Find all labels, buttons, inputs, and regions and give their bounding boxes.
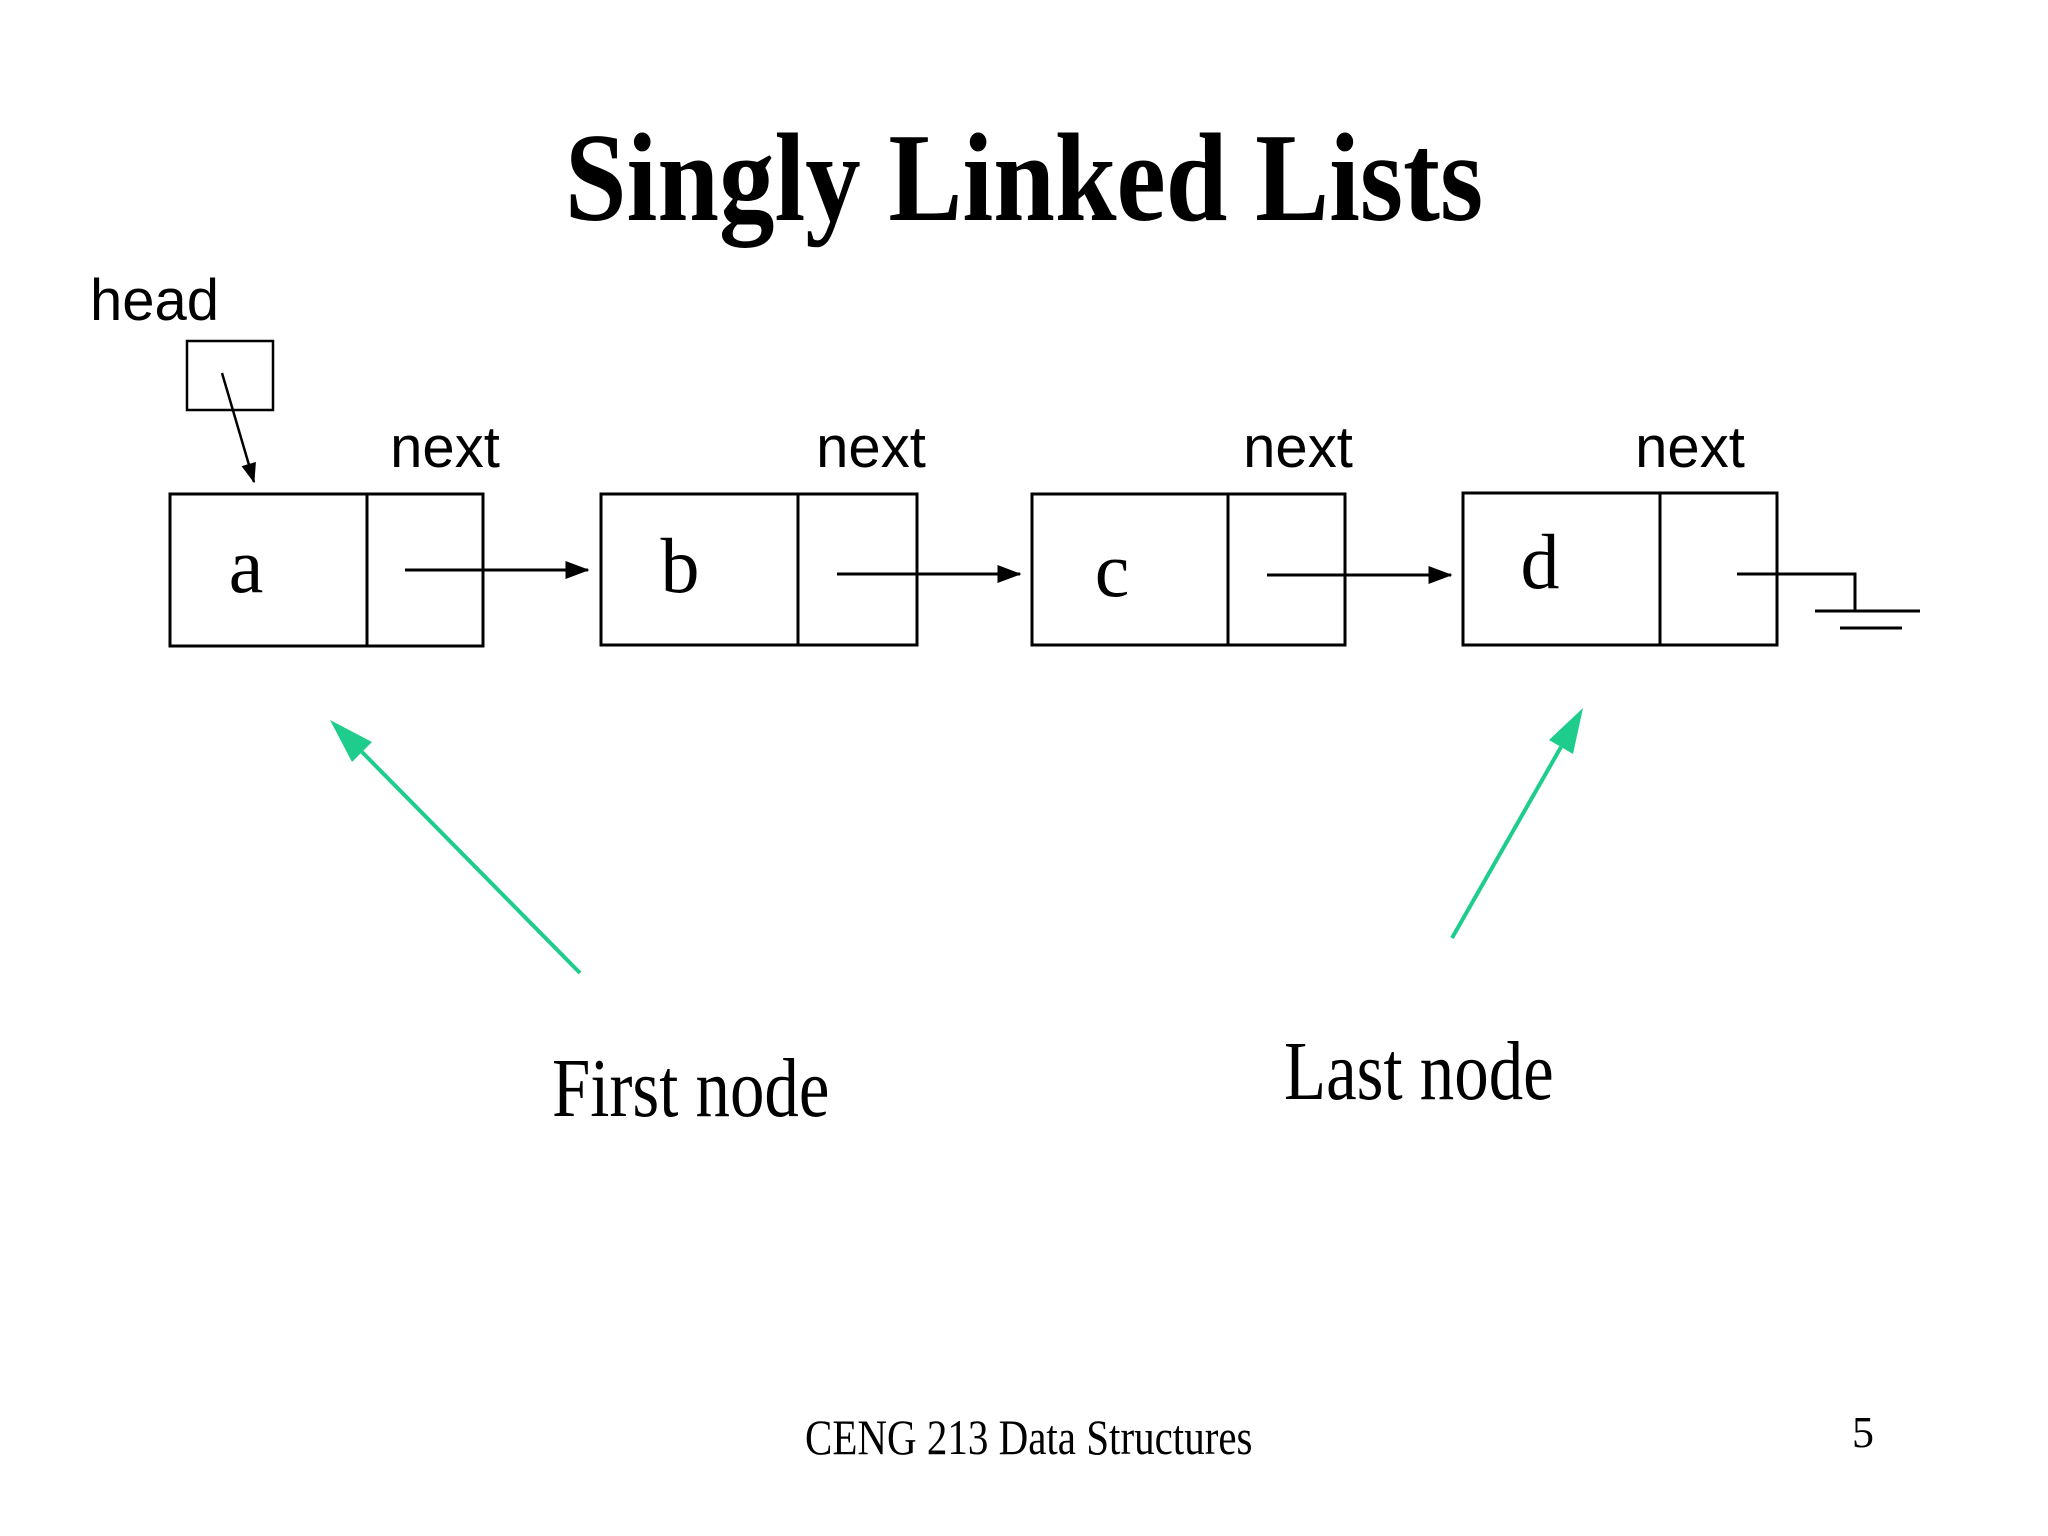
page-number: 5 [1852, 1408, 1874, 1457]
head-pointer-label: head [90, 268, 220, 333]
head-pointer-box [185, 339, 275, 412]
first-node-arrowhead [330, 720, 372, 762]
last-node-arrow-line [1450, 746, 1563, 939]
first-node-arrow [330, 720, 582, 975]
node-c-box [1030, 492, 1347, 647]
slide-title: Singly Linked Lists [564, 109, 1484, 248]
ground-symbol [1737, 572, 1920, 630]
node-c-value: c [1094, 526, 1130, 613]
last-node-arrowhead [1549, 708, 1583, 754]
last-node-arrow [1450, 708, 1583, 939]
node-c-next-label: next [1243, 415, 1353, 480]
footer-course-name: CENG 213 Data Structures [805, 1409, 1253, 1465]
head-arrow [220, 372, 256, 484]
node-a-value: a [228, 522, 264, 609]
ground-symbol-lead-line [1737, 572, 1857, 611]
node-d-box [1461, 491, 1779, 647]
node-b-box [599, 492, 919, 647]
node-d-value: d [1520, 518, 1560, 605]
node-a-next-label: next [390, 415, 500, 480]
node-b-next-label: next [816, 415, 926, 480]
last-node-caption: Last node [1284, 1025, 1554, 1118]
first-node-caption: First node [552, 1042, 830, 1135]
first-node-arrow-line [360, 750, 582, 975]
node-d-next-label: next [1635, 415, 1745, 480]
node-b-value: b [660, 522, 700, 609]
